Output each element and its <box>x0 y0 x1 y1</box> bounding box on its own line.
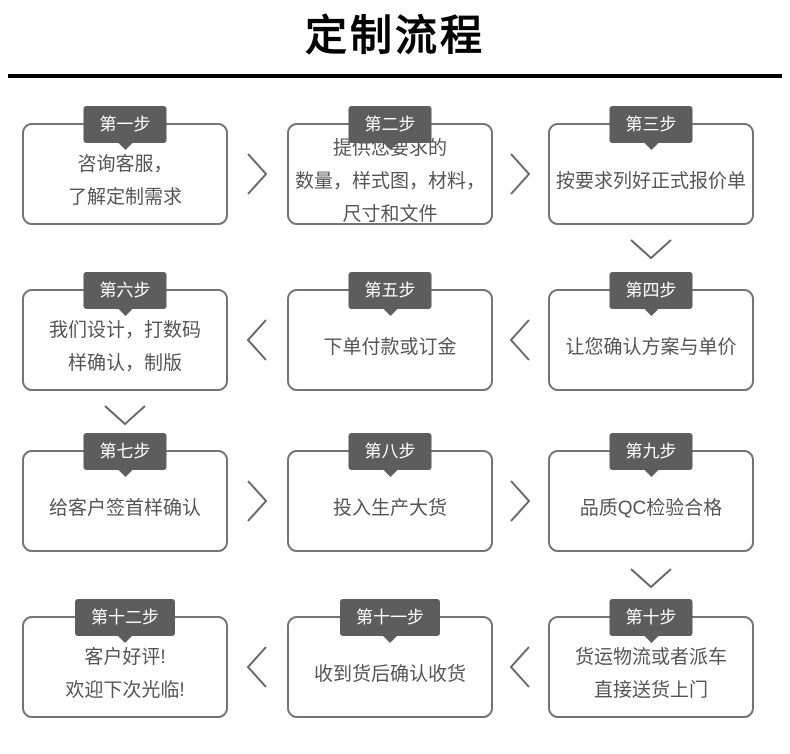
chevron-right-icon <box>510 153 531 195</box>
step-box-12: 第十二步 客户好评! 欢迎下次光临! <box>22 599 228 718</box>
tab-notch-icon <box>382 308 398 316</box>
step-box-3: 第三步 按要求列好正式报价单 <box>548 106 754 225</box>
step-tab: 第二步 <box>348 106 432 150</box>
tab-notch-icon <box>117 308 133 316</box>
step-tab: 第七步 <box>83 433 167 477</box>
step-text-line: 咨询客服， <box>77 154 173 175</box>
step-text-line: 样确认，制版 <box>67 353 182 374</box>
chevron-down-icon <box>104 405 146 426</box>
chevron-left-icon <box>246 319 267 361</box>
step-tab: 第四步 <box>609 272 693 316</box>
step-label: 第九步 <box>625 442 677 461</box>
step-text-line: 直接送货上门 <box>593 680 708 701</box>
step-text-line: 给客户签首样确认 <box>48 497 201 519</box>
step-label: 第十步 <box>625 608 677 627</box>
step-content: 收到货后确认收货 <box>289 644 491 691</box>
step-tab: 第十一步 <box>340 599 440 643</box>
step-text-line: 欢迎下次光临! <box>65 680 185 701</box>
step-text-line: 了解定制需求 <box>67 187 182 208</box>
tab-notch-icon <box>643 142 659 150</box>
process-flowchart: 第一步 咨询客服， 了解定制需求 第二步 提供您要求的 数量，样式图，材料， 尺… <box>0 78 790 754</box>
step-text-line: 我们设计，打数码 <box>48 320 201 341</box>
page-title: 定制流程 <box>304 12 485 59</box>
chevron-left-icon <box>246 646 267 688</box>
step-tab: 第九步 <box>609 433 693 477</box>
step-box-5: 第五步 下单付款或订金 <box>287 272 493 391</box>
step-content: 下单付款或订金 <box>289 317 491 364</box>
step-text-line: 客户好评! <box>84 647 166 668</box>
step-box-7: 第七步 给客户签首样确认 <box>22 433 228 552</box>
tab-notch-icon <box>382 469 398 477</box>
tab-notch-icon <box>643 469 659 477</box>
step-content: 按要求列好正式报价单 <box>550 151 752 198</box>
step-content: 让您确认方案与单价 <box>550 317 752 364</box>
tab-notch-icon <box>643 635 659 643</box>
chevron-left-icon <box>509 319 530 361</box>
step-tab: 第五步 <box>348 272 432 316</box>
step-label: 第五步 <box>364 281 416 300</box>
tab-notch-icon <box>117 469 133 477</box>
step-tab: 第一步 <box>83 106 167 150</box>
step-content: 货运物流或者派车 直接送货上门 <box>550 627 752 707</box>
step-box-11: 第十一步 收到货后确认收货 <box>287 599 493 718</box>
step-text-line: 按要求列好正式报价单 <box>555 170 746 192</box>
step-content: 投入生产大货 <box>289 478 491 525</box>
tab-notch-icon <box>117 635 133 643</box>
tab-notch-icon <box>643 308 659 316</box>
title-divider <box>8 74 782 78</box>
step-label: 第七步 <box>99 442 151 461</box>
step-content: 我们设计，打数码 样确认，制版 <box>24 300 226 380</box>
step-text-line: 收到货后确认收货 <box>313 663 466 685</box>
step-label: 第八步 <box>364 442 416 461</box>
chevron-down-icon <box>630 239 672 260</box>
step-text-line: 品质QC检验合格 <box>579 497 723 519</box>
step-content: 咨询客服， 了解定制需求 <box>24 134 226 214</box>
step-box-9: 第九步 品质QC检验合格 <box>548 433 754 552</box>
step-label: 第六步 <box>99 281 151 300</box>
chevron-right-icon <box>247 153 268 195</box>
chevron-left-icon <box>509 646 530 688</box>
step-box-8: 第八步 投入生产大货 <box>287 433 493 552</box>
tab-notch-icon <box>382 635 398 643</box>
step-label: 第三步 <box>625 115 677 134</box>
step-text-line: 投入生产大货 <box>332 497 447 519</box>
step-content: 品质QC检验合格 <box>550 478 752 525</box>
step-label: 第四步 <box>625 281 677 300</box>
step-text-line: 数量，样式图，材料， <box>294 170 485 192</box>
step-text-line: 让您确认方案与单价 <box>565 336 737 358</box>
chevron-right-icon <box>510 480 531 522</box>
step-content: 客户好评! 欢迎下次光临! <box>24 627 226 707</box>
step-box-10: 第十步 货运物流或者派车 直接送货上门 <box>548 599 754 718</box>
chevron-down-icon <box>630 568 672 589</box>
step-box-4: 第四步 让您确认方案与单价 <box>548 272 754 391</box>
step-box-6: 第六步 我们设计，打数码 样确认，制版 <box>22 272 228 391</box>
step-text-line: 下单付款或订金 <box>323 336 457 358</box>
step-text-line: 货运物流或者派车 <box>574 647 727 668</box>
step-tab: 第十二步 <box>75 599 175 643</box>
step-tab: 第六步 <box>83 272 167 316</box>
page-header: 定制流程 <box>0 0 790 78</box>
tab-notch-icon <box>117 142 133 150</box>
step-label: 第二步 <box>364 115 416 134</box>
step-tab: 第十步 <box>609 599 693 643</box>
step-tab: 第三步 <box>609 106 693 150</box>
step-text-line: 尺寸和文件 <box>342 203 438 225</box>
step-tab: 第八步 <box>348 433 432 477</box>
step-label: 第十一步 <box>356 608 424 627</box>
step-content: 给客户签首样确认 <box>24 478 226 525</box>
chevron-right-icon <box>247 480 268 522</box>
step-label: 第十二步 <box>91 608 159 627</box>
step-label: 第一步 <box>99 115 151 134</box>
step-box-2: 第二步 提供您要求的 数量，样式图，材料， 尺寸和文件 <box>287 106 493 225</box>
step-box-1: 第一步 咨询客服， 了解定制需求 <box>22 106 228 225</box>
tab-notch-icon <box>382 142 398 150</box>
